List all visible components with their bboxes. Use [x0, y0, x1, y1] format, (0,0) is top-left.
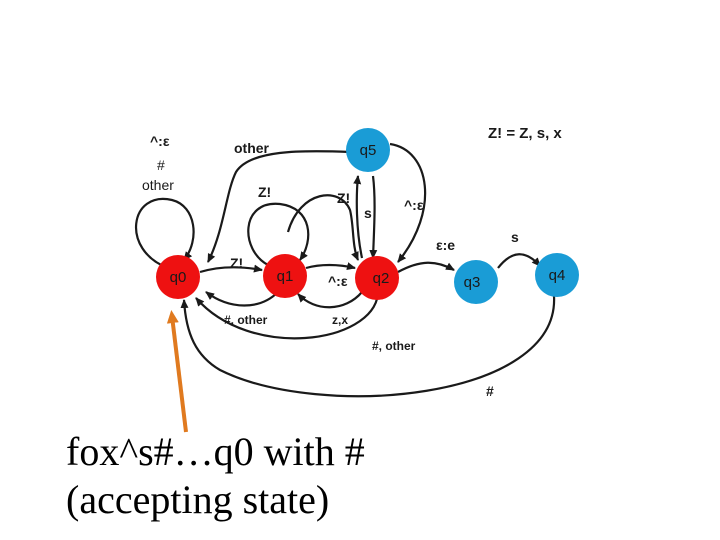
svg-text:q3: q3 [464, 274, 481, 291]
edge-q1-to-q2 [305, 262, 356, 271]
edge-q2-to-q3 [397, 261, 455, 273]
edge-q5-to-q2 [369, 175, 378, 259]
label-q0-loop-3: other [142, 177, 174, 193]
edge-q4-to-q0 [180, 295, 556, 398]
label-q0-loop-1: ^:ε [150, 133, 170, 149]
svg-text:q2: q2 [373, 270, 390, 287]
label-q0-loop-2: # [157, 157, 165, 173]
svg-text:q1: q1 [277, 268, 294, 285]
label-q2-to-q5: Z! [337, 190, 350, 206]
node-q4: q4 [535, 253, 579, 297]
caption-line-2: (accepting state) [66, 477, 330, 522]
label-q3-to-q4: s [511, 229, 519, 245]
edge-q2-to-q1 [297, 291, 363, 309]
label-q5-to-q2: s [364, 205, 372, 221]
node-q1: q1 [263, 254, 307, 298]
edge-q0-to-q1 [199, 264, 263, 274]
edge-q2-to-q0 [195, 293, 380, 340]
label-q5-to-q0: other [234, 140, 270, 156]
node-q5: q5 [346, 128, 390, 172]
label-q2-to-q1: z,x [332, 313, 348, 327]
label-q1-to-q2: ^:ε [328, 273, 348, 289]
label-q0-to-q1: Z! [230, 255, 243, 271]
edge-q5-to-q2-right [389, 142, 427, 263]
edge-q1-to-q0 [205, 291, 279, 307]
label-q1-to-q0: #, other [224, 313, 268, 327]
edge-q0-loop [134, 197, 195, 270]
svg-text:q5: q5 [360, 142, 377, 159]
caption: fox^s#…q0 with # (accepting state) [66, 428, 365, 524]
label-q2-to-q0: #, other [372, 339, 416, 353]
svg-text:q4: q4 [549, 267, 566, 284]
edge-q5-to-q0 [207, 150, 351, 263]
edge-q2-to-q5 [353, 175, 364, 259]
edge-q1-to-q5-arc [286, 194, 360, 261]
label-q5-to-q2-right: ^:ε [404, 197, 424, 213]
pointer-arrow [166, 310, 188, 433]
node-q2: q2 [355, 256, 399, 300]
edge-q1-loop [247, 202, 310, 266]
label-q1-loop: Z! [258, 184, 271, 200]
legend: Z! = Z, s, x [488, 125, 562, 142]
label-q2-to-q3: ε:e [436, 237, 455, 253]
node-q3: q3 [454, 260, 498, 304]
edge-q3-to-q4 [497, 253, 541, 269]
svg-text:q0: q0 [170, 269, 187, 286]
caption-line-1: fox^s#…q0 with # [66, 429, 365, 474]
label-q4-to-q0: # [486, 383, 494, 399]
node-q0: q0 [156, 255, 200, 299]
